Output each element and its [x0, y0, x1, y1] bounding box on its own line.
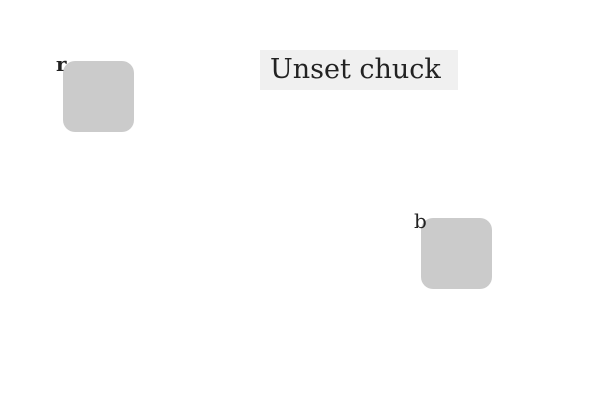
tile-r[interactable] [63, 61, 134, 132]
tile-group-b: b [414, 211, 492, 289]
instruction-label: Unset chuck [260, 50, 458, 90]
tile-b[interactable] [421, 218, 492, 289]
tile-label-b: b [414, 209, 427, 233]
tile-group-r: r [56, 54, 134, 132]
tile-label-r: r [56, 52, 67, 76]
